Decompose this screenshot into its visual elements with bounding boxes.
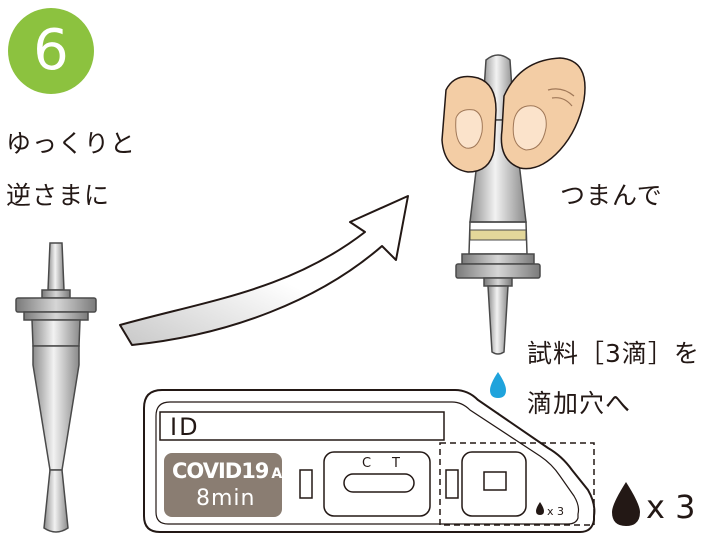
- arrow-icon: [119, 195, 409, 346]
- id-field: [159, 411, 445, 441]
- id-label: ID: [170, 413, 200, 441]
- drop-icon: [490, 372, 506, 398]
- product-label: [164, 453, 282, 517]
- product-ag-text: Ag: [271, 466, 291, 482]
- step-number-badge: 6: [8, 8, 94, 94]
- sample-area-highlight: [439, 442, 595, 526]
- drop-count-label: x 3: [646, 488, 696, 526]
- drop-icon: [536, 502, 544, 515]
- instruction-flip-line1: ゆっくりと: [6, 129, 137, 158]
- finger-left-icon: [441, 75, 497, 173]
- test-cassette: [143, 389, 596, 533]
- instruction-sample-line2: 滴加穴へ: [527, 389, 632, 418]
- finger-right-icon: [500, 57, 586, 170]
- control-line-label: C: [362, 456, 373, 471]
- well-drops-label: x 3: [547, 505, 565, 518]
- instruction-flip-line2: 逆さまに: [6, 181, 111, 210]
- tube-inverted: [15, 242, 97, 533]
- drop-count-indicator: [612, 482, 640, 526]
- instruction-sample-line1: 試料［3滴］を: [527, 339, 700, 368]
- instruction-squeeze: つまんで: [560, 181, 663, 210]
- product-time: 8min: [196, 486, 256, 511]
- test-line-label: T: [392, 456, 401, 471]
- drop-icon: [612, 482, 640, 526]
- product-name-text: COVID19: [172, 459, 269, 483]
